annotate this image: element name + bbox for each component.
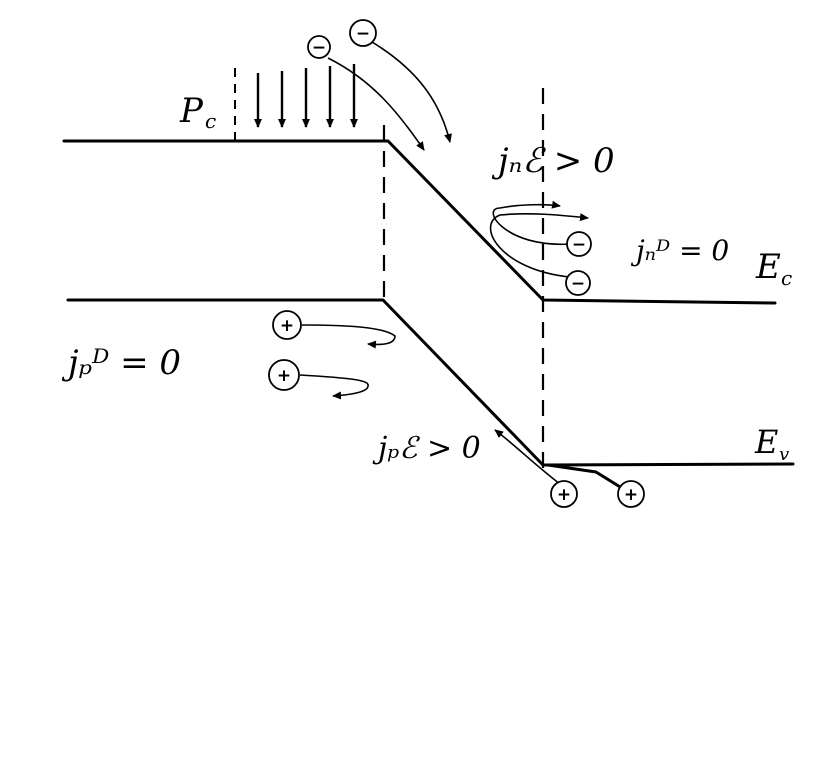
svg-text:−: − [356,24,370,44]
electron-carrier: − [307,35,331,59]
hole-carrier: + [550,480,578,508]
svg-text:−: − [571,274,585,294]
svg-text:P: P [179,91,204,131]
svg-text:c: c [205,109,216,133]
conduction-band-edge [62,139,777,305]
svg-text:c: c [781,266,792,290]
photon-flux-label: P c [179,91,216,133]
hole-diffusion-current-label: jₚᴰ = 0 [61,343,181,383]
hole-carrier: + [617,480,645,508]
svg-text:−: − [572,235,586,255]
hole-carrier: + [268,359,300,391]
hole-drift-path [494,429,561,485]
valence-band-left [66,298,545,467]
electron-reflection-path [492,200,571,245]
hole-reflection-path [299,374,369,400]
hole-carrier: + [272,310,302,340]
electron-drift-path [371,41,452,143]
electron-diffusion-current-label: jₙᴰ = 0 [630,234,729,267]
conduction-band-label: E c [755,247,792,290]
svg-text:+: + [280,316,294,336]
valence-band-label: E v [754,423,789,465]
hole-drift-path [546,463,627,492]
valence-band-right [541,462,795,467]
svg-text:E: E [755,247,781,287]
illumination-arrows [254,64,358,128]
electron-carrier: − [566,231,592,257]
electron-carrier: − [349,19,377,47]
svg-text:+: + [624,485,638,505]
electron-reflection-path [489,212,589,278]
hole-reflection-path [301,324,396,349]
electron-drift-path [327,57,425,151]
hole-drift-current-label: jₚℰ > 0 [372,431,481,466]
svg-text:E: E [754,423,778,461]
electron-carrier: − [565,270,591,296]
svg-text:+: + [277,366,291,386]
svg-text:v: v [779,444,789,465]
electron-drift-current-label: jₙℰ > 0 [491,141,615,181]
svg-text:+: + [557,485,571,505]
svg-text:−: − [312,38,326,58]
